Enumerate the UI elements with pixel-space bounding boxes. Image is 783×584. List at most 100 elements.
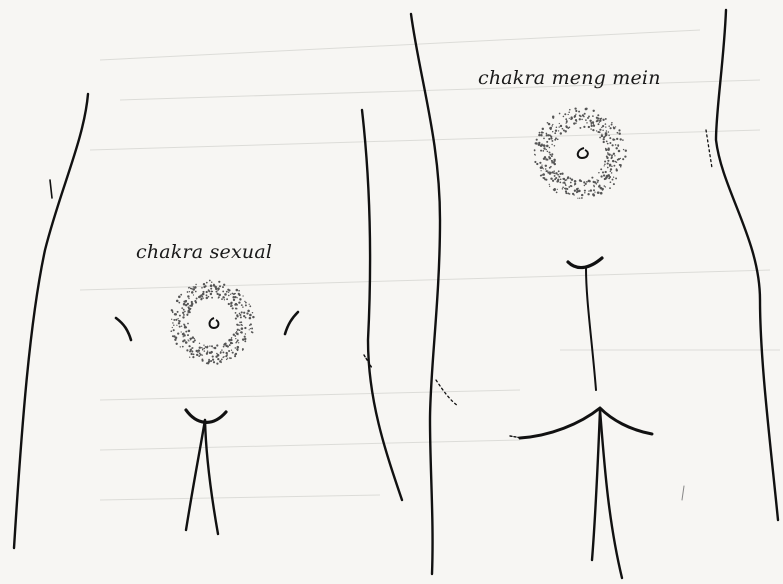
stipple-dot: [606, 157, 608, 159]
stipple-dot: [592, 129, 594, 131]
stipple-dot: [585, 108, 588, 111]
stipple-dot: [574, 107, 576, 109]
stipple-dot: [239, 313, 241, 315]
stipple-dot: [568, 111, 570, 113]
stipple-dot: [592, 115, 594, 117]
stipple-dot: [222, 290, 224, 292]
meng-mein-chakra-center: [578, 148, 588, 158]
stipple-dot: [609, 187, 611, 189]
stipple-dot: [584, 185, 586, 187]
stipple-dot: [543, 138, 545, 140]
stipple-dot: [179, 320, 181, 322]
stipple-dot: [237, 346, 240, 349]
stipple-dot: [535, 142, 537, 144]
stipple-dot: [191, 353, 193, 355]
stipple-dot: [579, 198, 580, 199]
stipple-dot: [236, 332, 239, 335]
stipple-dot: [608, 131, 610, 133]
stipple-dot: [549, 172, 552, 175]
stipple-dot: [250, 328, 251, 329]
stipple-dot: [206, 362, 208, 364]
stipple-dot: [204, 348, 205, 349]
stipple-dot: [223, 297, 225, 299]
stipple-dot: [210, 288, 212, 290]
stipple-dot: [601, 134, 602, 135]
stipple-dot: [559, 123, 560, 124]
stipple-dot: [235, 307, 237, 309]
stipple-dot: [180, 294, 182, 296]
stipple-dot: [569, 118, 570, 119]
stipple-dot: [175, 319, 177, 321]
stipple-dot: [575, 114, 576, 115]
stipple-dot: [211, 345, 213, 347]
stipple-dot: [182, 312, 184, 314]
stipple-dot: [591, 177, 593, 179]
stipple-dot: [173, 329, 175, 331]
stipple-dot: [599, 129, 601, 131]
back-leg-right: [600, 410, 622, 578]
stipple-dot: [574, 115, 576, 117]
stipple-dot: [225, 345, 227, 347]
stipple-dot: [605, 171, 607, 173]
stipple-dot: [575, 119, 577, 121]
stipple-dot: [179, 315, 181, 317]
stipple-dot: [586, 181, 588, 183]
stipple-dot: [183, 309, 185, 311]
stipple-dot: [187, 295, 189, 297]
stipple-dot: [593, 110, 595, 112]
stipple-dot: [229, 344, 231, 346]
stipple-dot: [559, 173, 561, 175]
stipple-dot: [238, 293, 240, 295]
stipple-dot: [247, 310, 250, 313]
stipple-dot: [615, 126, 616, 127]
stipple-dot: [228, 289, 230, 291]
stipple-dot: [566, 122, 567, 123]
stipple-dot: [605, 123, 607, 125]
stipple-dot: [549, 158, 551, 160]
stipple-dot: [198, 349, 201, 352]
stipple-dot: [543, 168, 544, 169]
stipple-dot: [179, 326, 181, 328]
stipple-dot: [208, 290, 210, 292]
stipple-dot: [618, 129, 620, 131]
stipple-dot: [540, 175, 542, 177]
stipple-dot: [170, 330, 172, 332]
stipple-dot: [597, 114, 599, 116]
stipple-dot: [249, 329, 250, 330]
stipple-dot: [587, 193, 589, 195]
stipple-dot: [602, 125, 604, 127]
stipple-dot: [600, 168, 602, 170]
stipple-dot: [552, 171, 554, 173]
stipple-dot: [249, 314, 252, 317]
stipple-dot: [554, 145, 556, 147]
stipple-dot: [540, 150, 542, 152]
stipple-dot: [219, 285, 221, 287]
stipple-dot: [599, 120, 601, 122]
stipple-dot: [242, 338, 244, 340]
stipple-dot: [597, 131, 599, 133]
stipple-dot: [188, 340, 189, 341]
back-spine-line: [586, 268, 596, 390]
stipple-dot: [181, 326, 182, 327]
stipple-dot: [188, 298, 189, 299]
stipple-dot: [241, 321, 243, 323]
stipple-dot: [584, 113, 586, 115]
stipple-dot: [243, 315, 245, 317]
stipple-dot: [601, 127, 602, 128]
stipple-dot: [206, 297, 208, 299]
stipple-dot: [596, 130, 597, 131]
stipple-dot: [570, 185, 572, 187]
stipple-dot: [617, 159, 619, 161]
stipple-dot: [604, 178, 606, 180]
stipple-dot: [199, 343, 200, 344]
stipple-dot: [612, 138, 614, 140]
stipple-dot: [542, 173, 545, 176]
stipple-dot: [564, 188, 566, 190]
stipple-dot: [236, 314, 238, 316]
stipple-dot: [596, 120, 598, 122]
stipple-dot: [575, 122, 576, 123]
stipple-dot: [610, 181, 612, 183]
stipple-dot: [607, 143, 609, 145]
stipple-dot: [209, 352, 211, 354]
stipple-dot: [565, 190, 567, 192]
